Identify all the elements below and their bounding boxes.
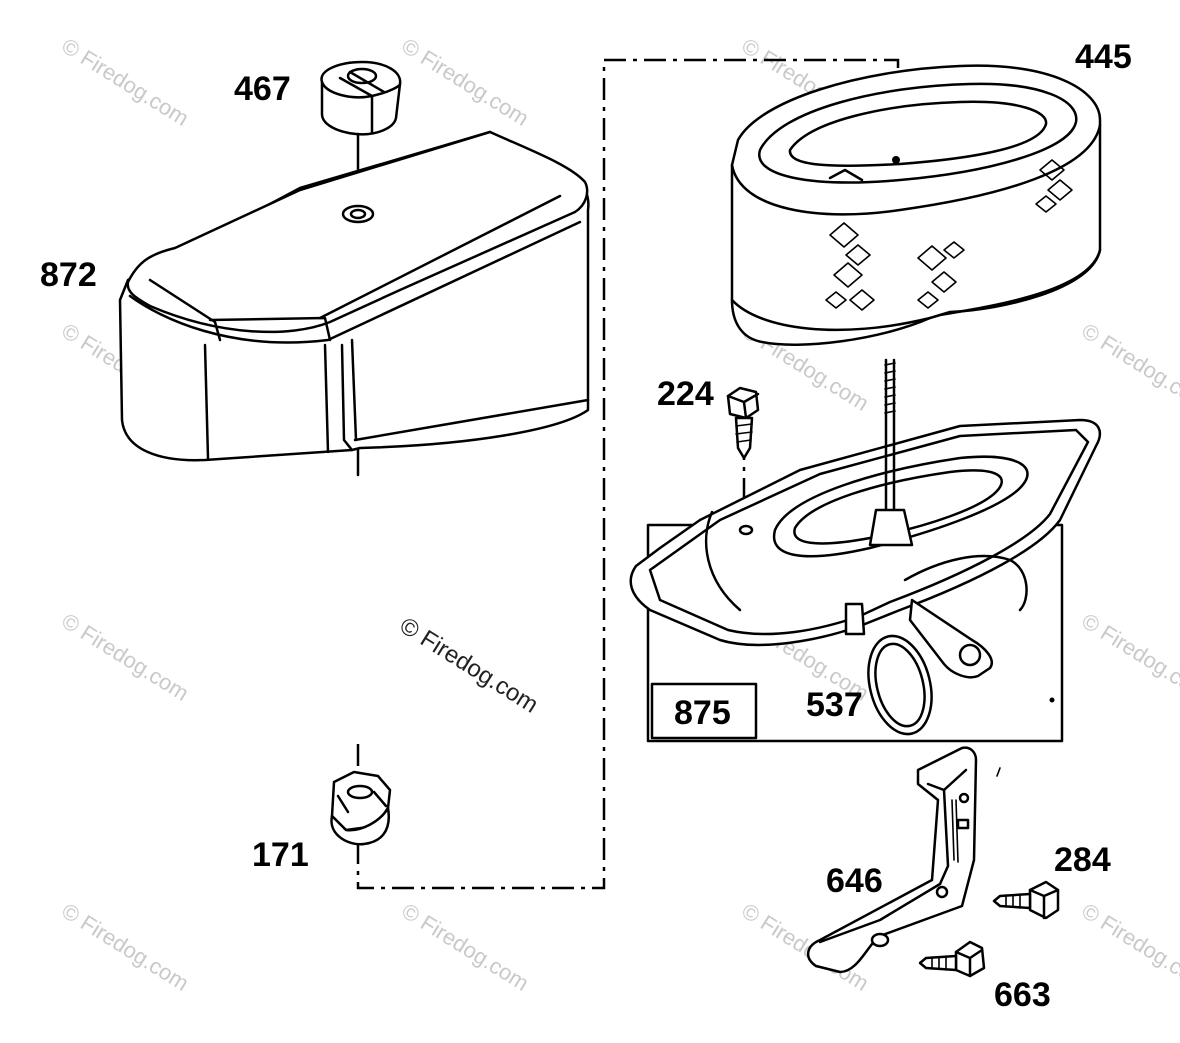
- watermark: © Firedog.com: [1077, 608, 1180, 706]
- part-171-grommet-icon[interactable]: [330, 770, 392, 846]
- part-872-cover-icon[interactable]: [118, 130, 590, 477]
- watermark: © Firedog.com: [397, 898, 533, 996]
- watermark: © Firedog.com: [57, 608, 193, 706]
- part-537-oring-icon[interactable]: [859, 629, 941, 741]
- label-875[interactable]: 875: [674, 694, 731, 732]
- label-171[interactable]: 171: [252, 836, 309, 874]
- part-labels: 467 872 445 224 875 537 171 646 284 663: [40, 38, 1132, 1014]
- part-445-filter-icon[interactable]: [730, 64, 1102, 346]
- label-224[interactable]: 224: [657, 375, 714, 413]
- watermark: © Firedog.com: [1077, 318, 1180, 416]
- label-445[interactable]: 445: [1075, 38, 1132, 76]
- part-646-bracket-icon[interactable]: [807, 746, 978, 974]
- tick-mark: [996, 767, 1001, 777]
- part-875-base-icon[interactable]: [629, 358, 1101, 743]
- watermark: © Firedog.com: [57, 898, 193, 996]
- label-872[interactable]: 872: [40, 256, 97, 294]
- label-537[interactable]: 537: [806, 686, 863, 724]
- filter-mesh-pattern: [825, 159, 1073, 311]
- part-467-knob-icon[interactable]: [320, 60, 402, 198]
- part-663-bolt-icon[interactable]: [918, 940, 986, 978]
- watermark: © Firedog.com: [397, 33, 533, 131]
- label-467[interactable]: 467: [234, 70, 291, 108]
- label-284[interactable]: 284: [1054, 841, 1111, 879]
- watermark: © Firedog.com: [57, 33, 193, 131]
- part-284-bolt-icon[interactable]: [992, 880, 1060, 920]
- part-224-bolt-icon[interactable]: [726, 386, 760, 460]
- watermark-center: © Firedog.com: [395, 612, 543, 718]
- label-663[interactable]: 663: [994, 976, 1051, 1014]
- label-646[interactable]: 646: [826, 862, 883, 900]
- watermark: © Firedog.com: [1077, 898, 1180, 996]
